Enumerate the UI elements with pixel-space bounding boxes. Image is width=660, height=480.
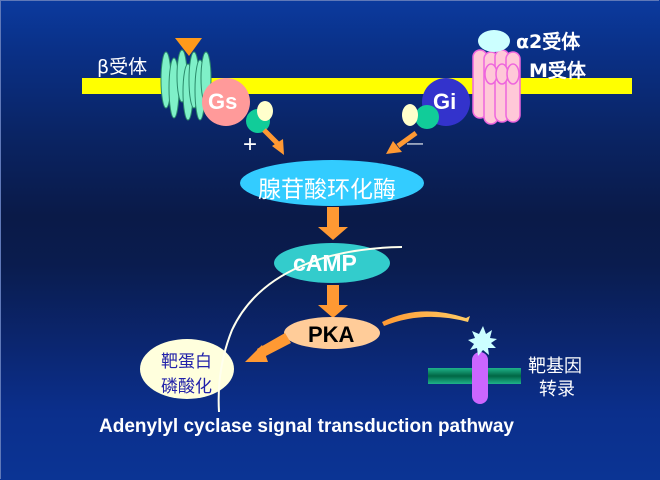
arrow-ac-to-camp: [318, 207, 348, 240]
target-protein-label-line1: 靶蛋白: [161, 352, 212, 372]
target-protein-label-line2: 磷酸化: [161, 377, 212, 397]
pka-node: [284, 317, 380, 349]
ligand-triangle: [175, 38, 202, 56]
camp-node: [274, 243, 390, 283]
gs-stimulation-sign: +: [243, 131, 258, 158]
annotation-curve: [217, 246, 403, 413]
gs-gamma-subunit: [257, 101, 273, 121]
gs-label: Gs: [208, 89, 238, 114]
gi-label: Gi: [433, 89, 457, 114]
gi-gamma-subunit: [402, 104, 418, 126]
diagram-caption: Adenylyl cyclase signal transduction pat…: [99, 416, 514, 437]
gi-beta-subunit: [415, 105, 439, 129]
target-protein-node: [140, 339, 234, 399]
pka-label: PKA: [308, 322, 355, 347]
gs-protein: [202, 78, 250, 126]
transcription-factor: [472, 352, 488, 404]
alpha2-m-receptor: [472, 49, 521, 125]
alpha2-ligand: [478, 30, 510, 52]
m-receptor-label: M受体: [529, 60, 586, 82]
adenylyl-cyclase-node: [240, 160, 424, 206]
gs-activation-arrow: [262, 128, 284, 155]
arrow-pka-to-target-protein: [245, 333, 291, 362]
camp-label: cAMP: [293, 250, 357, 276]
activation-burst-icon: [468, 326, 497, 356]
beta-receptor-label: β受体: [97, 56, 148, 78]
arrow-camp-to-pka: [318, 285, 348, 318]
alpha2-receptor-label: α2受体: [516, 31, 581, 53]
arrow-pka-to-target-gene: [382, 311, 470, 326]
gi-inhibition-arrow: [386, 130, 418, 154]
gi-inhibition-sign: —: [407, 135, 423, 152]
adenylyl-cyclase-label: 腺苷酸环化酶: [258, 177, 396, 203]
target-gene-label-line1: 靶基因: [528, 356, 582, 377]
target-gene-label-line2: 转录: [539, 379, 575, 400]
